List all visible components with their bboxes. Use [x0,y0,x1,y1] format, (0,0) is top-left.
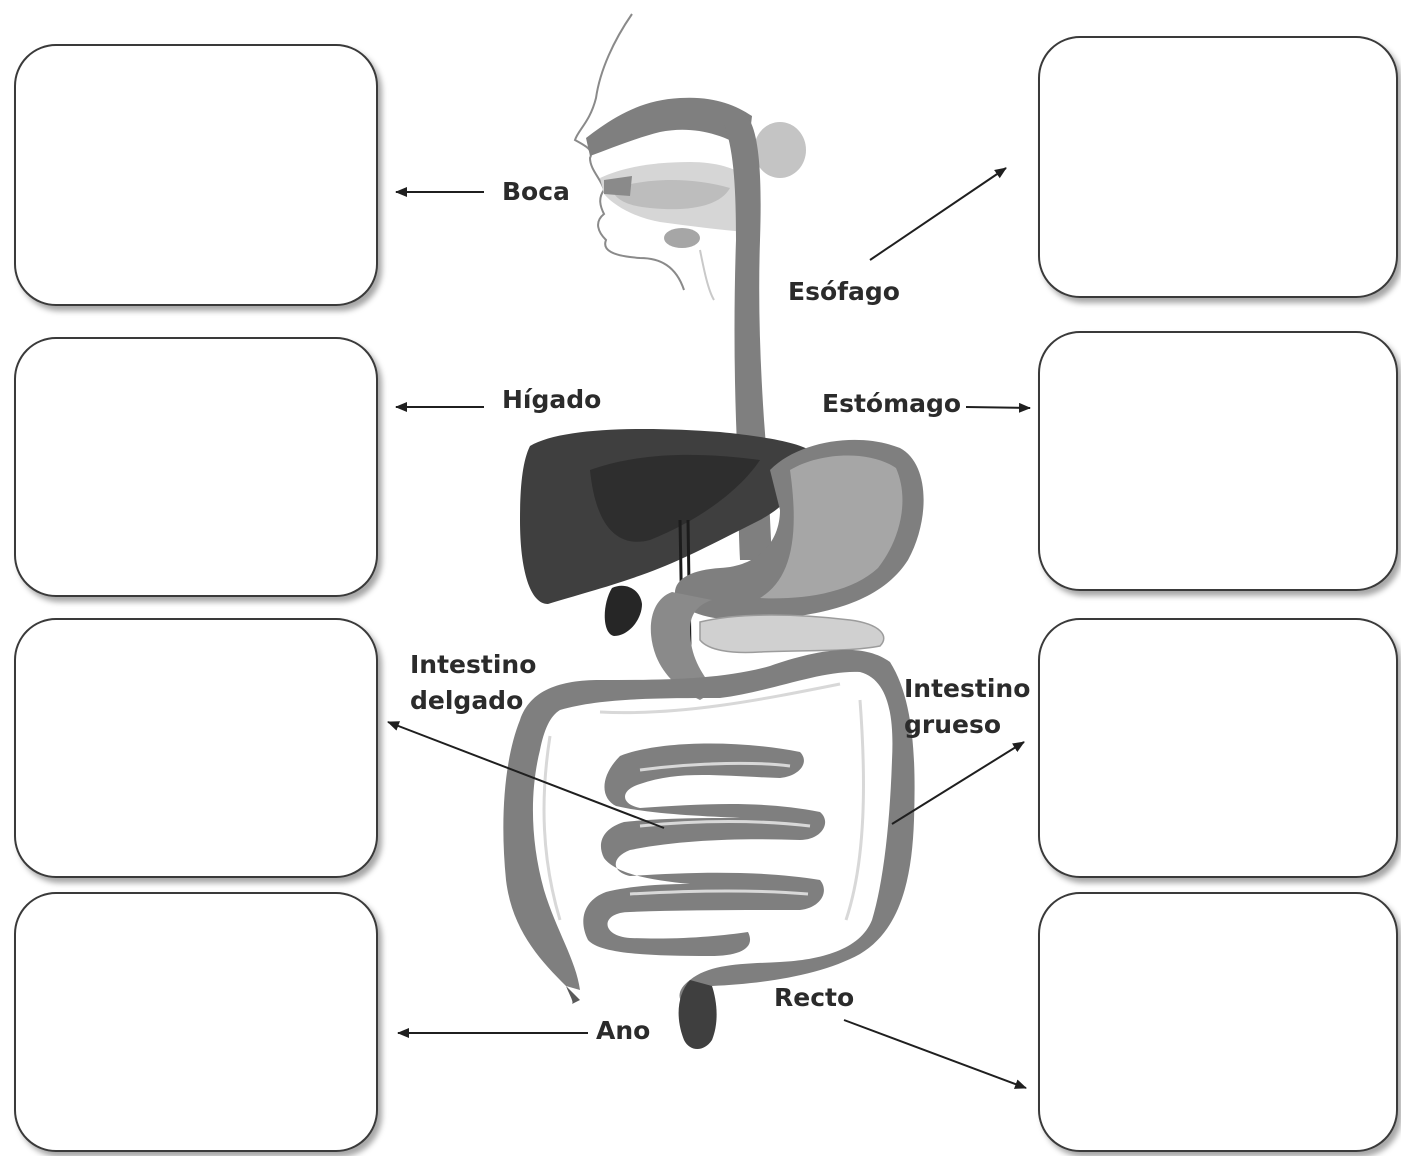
arrow-estomago [966,407,1030,408]
arrow-recto [844,1020,1026,1088]
label-ano: Ano [596,1013,650,1049]
label-intestino-grueso-line1: Intestino [904,671,1030,707]
label-esofago: Esófago [788,274,900,310]
salivary-gland-sublingual [664,228,700,248]
label-intestino-delgado-line1: Intestino [410,647,536,683]
rectum [679,980,717,1049]
gallbladder [605,586,642,636]
neck-outline [700,250,714,300]
pancreas [700,615,884,653]
label-higado: Hígado [502,382,601,418]
label-intestino-delgado-line2: delgado [410,683,523,719]
label-intestino-grueso-line2: grueso [904,707,1001,743]
arrow-esofago [870,168,1006,260]
salivary-gland-parotid [754,122,806,178]
small-intestine [583,743,825,956]
label-estomago: Estómago [822,386,961,422]
label-recto: Recto [774,980,854,1016]
label-boca: Boca [502,174,570,210]
